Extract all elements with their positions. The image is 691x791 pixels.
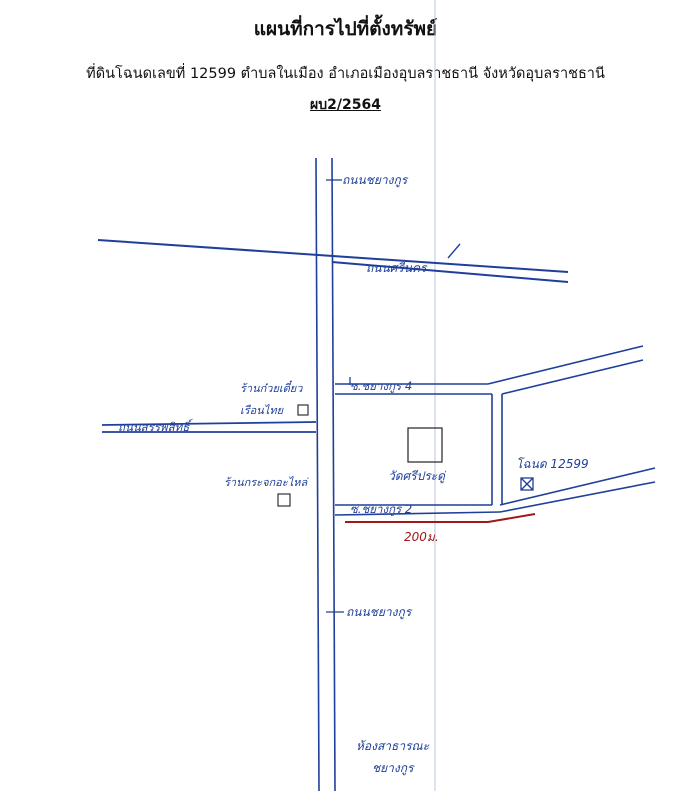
page-subtitle: ที่ดินโฉนดเลขที่ 12599 ตำบลในเมือง อำเภอ… (86, 66, 605, 82)
main-vertical-road (315, 157, 336, 791)
document-number: ผบ2/2564 (310, 97, 381, 113)
label-bottom-a: ห้องสาธารณะ (356, 739, 430, 753)
label-road-upper: ถนนศรีนคร (366, 261, 428, 275)
upper-cross-road (97, 239, 569, 283)
parcel-marker (520, 477, 534, 491)
temple-box (407, 427, 443, 463)
label-shop-1a: ร้านก๋วยเตี๋ยว (240, 379, 303, 395)
label-road-left: ถนนสรรพสิทธิ์ (118, 418, 194, 434)
label-shop-2: ร้านกระจกอะไหล่ (224, 476, 309, 489)
soi-2-road (334, 394, 656, 516)
label-shop-1b: เรือนไทย (240, 404, 285, 417)
distance-line (345, 513, 536, 523)
label-road-top: ถนนชยางกูร (342, 173, 409, 188)
label-distance: 200ม. (404, 530, 439, 544)
shop-2-box (277, 493, 291, 507)
label-soi-4: ซ.ชยางกูร 4 (350, 379, 412, 393)
page-title: แผนที่การไปที่ตั้งทรัพย์ (253, 18, 438, 40)
soi-4-road (335, 345, 644, 395)
left-cross-road (101, 421, 317, 433)
label-road-lower: ถนนชยางกูร (346, 605, 413, 620)
label-soi-2: ซ.ชยางกูร 2 (350, 502, 412, 516)
label-temple: วัดศรีประดู่ (388, 469, 447, 484)
label-pointers (326, 179, 351, 613)
label-bottom-b: ชยางกูร (372, 761, 415, 776)
road-upper-mark (447, 243, 461, 259)
label-parcel: โฉนด 12599 (516, 457, 589, 471)
shop-1-box (297, 404, 309, 416)
